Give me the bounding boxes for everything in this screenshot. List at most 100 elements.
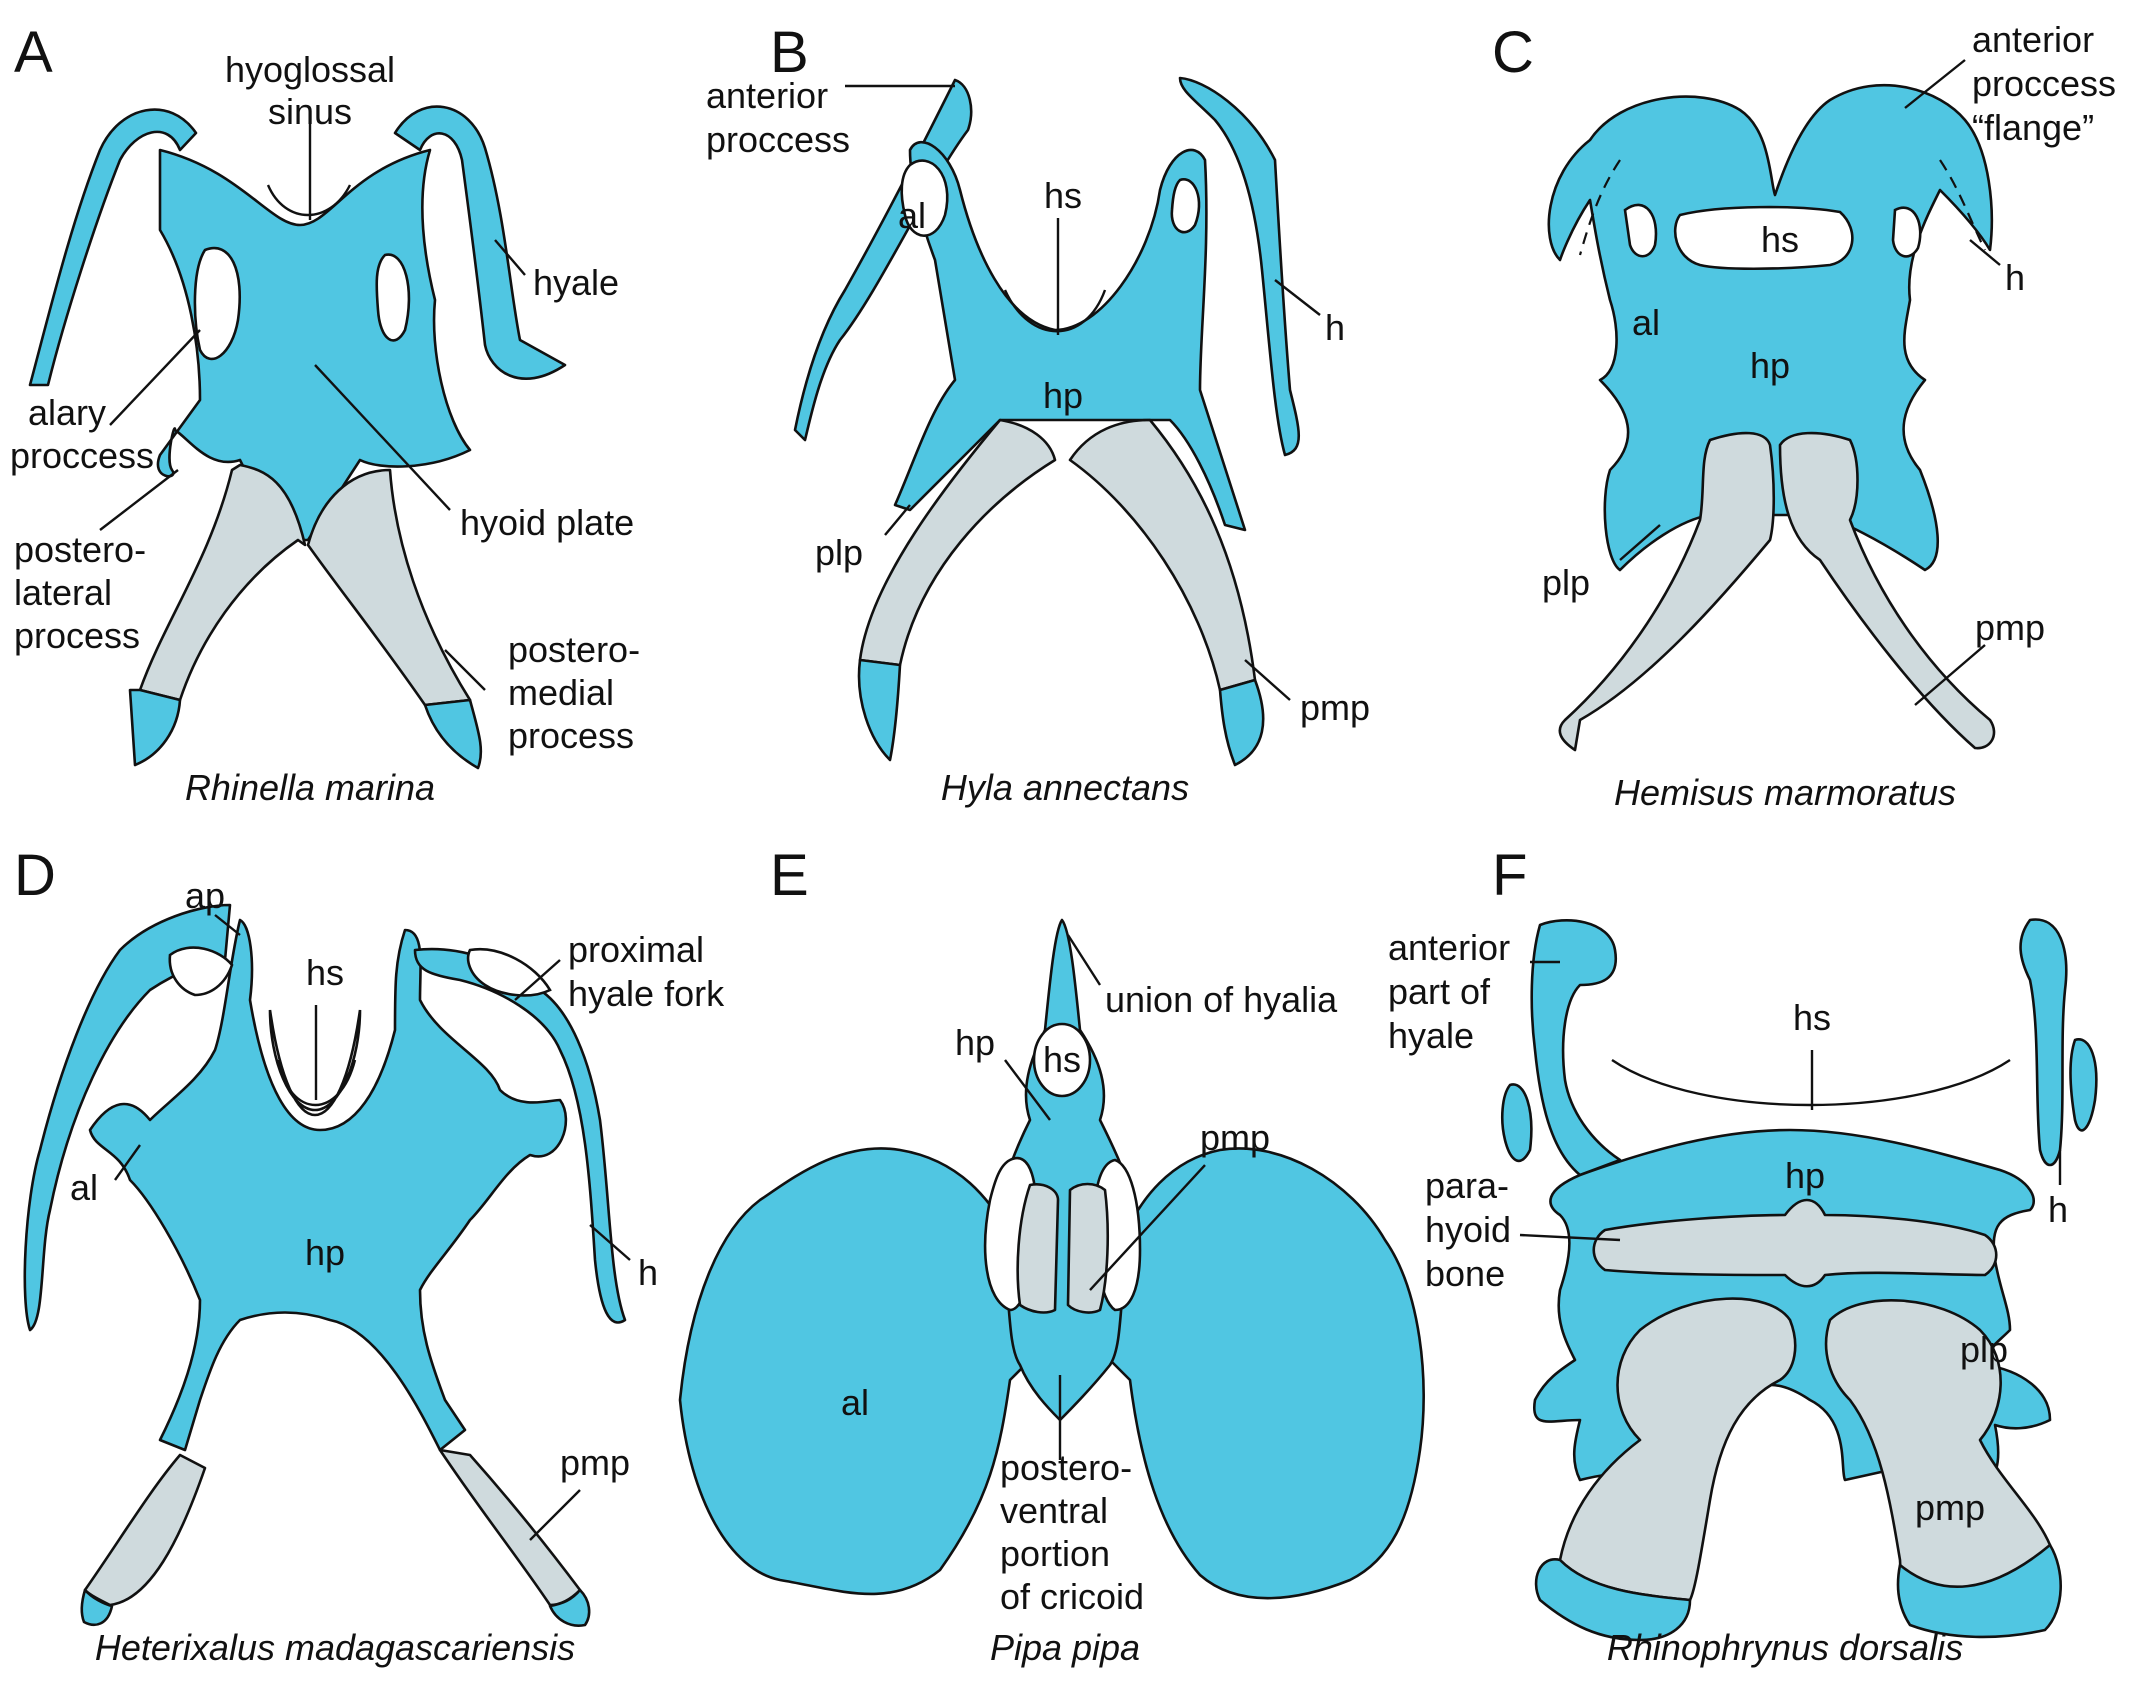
label-d-ap: ap [185, 875, 225, 916]
label-c-proccess: proccess [1972, 63, 2116, 104]
panel-a-species: Rhinella marina [185, 767, 435, 808]
label-d-fork-1: proximal [568, 929, 704, 970]
panel-f-left-pmp-bone [1558, 1297, 1797, 1602]
pointer-d-h [589, 1224, 631, 1261]
panel-a-left-pmp-tip [128, 688, 182, 767]
panel-f-left-pmp-tip [1534, 1558, 1692, 1642]
label-d-pmp: pmp [560, 1442, 630, 1483]
label-c-flange: “flange” [1972, 107, 2094, 148]
pointer-plp [99, 469, 179, 531]
panel-c-left-pmp-bone [1558, 431, 1776, 752]
panel-d-left-pmp-bone [83, 1453, 207, 1607]
panel-b-left-alary [900, 159, 949, 237]
label-d-hs: hs [306, 952, 344, 993]
panel-b: B anterior proccess al hs h hp plp pmp H… [706, 20, 1370, 808]
panel-c-right-notch [1891, 206, 1922, 258]
label-b-plp: plp [815, 532, 863, 573]
panel-f-letter: F [1492, 843, 1527, 908]
panel-c-right-hyale-line [1939, 159, 1986, 251]
pointer-d-pmp [529, 1489, 581, 1541]
label-c-pmp: pmp [1975, 607, 2045, 648]
panel-c-species: Hemisus marmoratus [1614, 772, 1956, 813]
pointer-c-plp [1619, 524, 1661, 561]
pointer-c-h [1969, 239, 2001, 266]
pointer-d-al [114, 1144, 141, 1181]
label-e-cricoid-1: postero- [1000, 1447, 1132, 1488]
panel-c-left-hyale-line [1578, 159, 1621, 256]
panel-b-right-pmp-tip [1218, 678, 1265, 767]
pointer-b-plp [884, 504, 911, 536]
label-alary: alary [28, 392, 106, 433]
panel-e-left-pmp-bone [1016, 1183, 1060, 1314]
panel-e-right-alary [1108, 1147, 1425, 1600]
panel-f-left-side-piece [1500, 1083, 1533, 1163]
panel-d-left-fenestra [168, 946, 234, 997]
label-plp-1: postero- [14, 529, 146, 570]
panel-f-right-hyale [2019, 918, 2068, 1167]
label-e-al: al [841, 1382, 869, 1423]
panel-d-left-pmp-tip [80, 1588, 114, 1627]
panel-f-left-hyale [1530, 919, 1622, 1177]
label-b-pmp: pmp [1300, 687, 1370, 728]
label-f-h: h [2048, 1189, 2068, 1230]
label-f-para-1: para- [1425, 1165, 1509, 1206]
label-d-h: h [638, 1252, 658, 1293]
label-sinus: sinus [268, 91, 352, 132]
label-b-al: al [898, 195, 926, 236]
label-b-anterior: anterior [706, 75, 828, 116]
label-f-hp: hp [1785, 1155, 1825, 1196]
label-plp-3: process [14, 615, 140, 656]
label-f-ant-1: anterior [1388, 927, 1510, 968]
pointer-pmp [444, 649, 486, 691]
panel-b-right-fenestra [1170, 178, 1201, 234]
panel-a-hyoid-plate [156, 148, 472, 542]
panel-a-sinus-arc [266, 184, 352, 217]
panel-e-left-alary [678, 1147, 1032, 1596]
label-b-proccess: proccess [706, 119, 850, 160]
label-pmp-2: medial [508, 672, 614, 713]
panel-a-left-pmp-bone [138, 463, 307, 702]
panel-c-sinus [1673, 205, 1854, 271]
panel-a-letter: A [14, 20, 53, 85]
label-c-al: al [1632, 302, 1660, 343]
panel-d-sinus-arc [276, 1059, 357, 1107]
panel-c-right-pmp-bone [1778, 431, 1996, 750]
label-c-hs: hs [1761, 219, 1799, 260]
label-e-hs: hs [1043, 1039, 1081, 1080]
label-e-cricoid-2: ventral [1000, 1490, 1108, 1531]
label-f-para-3: bone [1425, 1253, 1505, 1294]
panel-d-species: Heterixalus madagascariensis [95, 1627, 575, 1668]
panel-d-right-pmp-bone [438, 1448, 582, 1607]
panel-e-right-pmp-bone [1066, 1182, 1110, 1314]
panel-c: C anterior proccess “flange” hs h al hp … [1492, 19, 2116, 813]
label-hyale: hyale [533, 262, 619, 303]
label-f-para-2: hyoid [1425, 1209, 1511, 1250]
pointer-e-hp [1004, 1059, 1051, 1121]
panel-e-sinus [1032, 1022, 1092, 1098]
label-alary-proccess: proccess [10, 435, 154, 476]
pointer-c-pmp [1914, 644, 1986, 706]
label-f-pmp: pmp [1915, 1487, 1985, 1528]
panel-a-left-fenestra [193, 246, 242, 361]
panel-d-right-hyale [413, 947, 627, 1324]
label-c-h: h [2005, 257, 2025, 298]
label-e-union: union of hyalia [1105, 979, 1338, 1020]
pointer-b-pmp [1244, 659, 1291, 701]
label-hyoglossal: hyoglossal [225, 49, 395, 90]
label-f-hs: hs [1793, 997, 1831, 1038]
label-e-cricoid-3: portion [1000, 1533, 1110, 1574]
panel-b-letter: B [770, 20, 809, 85]
label-d-al: al [70, 1167, 98, 1208]
panel-b-left-pmp-bone [858, 418, 1057, 667]
panel-f-parahyoid [1592, 1198, 1998, 1288]
panel-c-hyoid-plate [1547, 83, 1994, 572]
panel-f: F anterior part of hyale hs hp h para- h… [1388, 843, 2098, 1668]
panel-e: E hs union of hyalia hp pmp al postero- … [678, 843, 1425, 1668]
label-f-ant-3: hyale [1388, 1015, 1474, 1056]
label-e-pmp: pmp [1200, 1117, 1270, 1158]
pointer-hyoid-plate [314, 364, 451, 511]
panel-b-species: Hyla annectans [941, 767, 1189, 808]
pointer-c-flange [1904, 59, 1966, 109]
label-d-fork-2: hyale fork [568, 973, 725, 1014]
